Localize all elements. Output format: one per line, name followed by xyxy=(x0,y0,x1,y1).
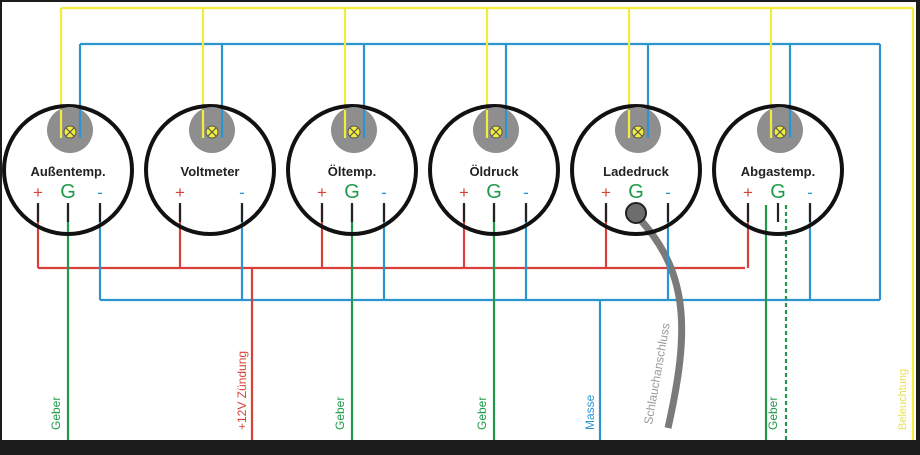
sender-label: Geber xyxy=(49,397,63,430)
hose-line xyxy=(631,210,686,429)
ignition-label: +12V Zündung xyxy=(235,351,249,430)
gauge-title: Außentemp. xyxy=(30,164,105,179)
ground-label: Masse xyxy=(583,394,597,430)
gauge-title: Öldruck xyxy=(469,164,519,179)
gauge-title: Ladedruck xyxy=(603,164,670,179)
hose-connector xyxy=(625,202,647,224)
terminal-label: - xyxy=(523,183,529,202)
gauge: Außentemp. + G - xyxy=(2,104,134,236)
sender-label: Geber xyxy=(475,397,489,430)
terminal-label: + xyxy=(33,183,43,202)
terminal-label: + xyxy=(743,183,753,202)
lamp-cross-icon xyxy=(207,127,217,137)
terminal-label: + xyxy=(459,183,469,202)
terminal-label: G xyxy=(60,181,76,203)
gauge: Ladedruck + G - xyxy=(570,104,702,236)
gauges: Außentemp.+G-Voltmeter+-Öltemp.+G-Öldruc… xyxy=(2,104,844,236)
terminal-label: - xyxy=(807,183,813,202)
gauge-ring xyxy=(2,104,134,236)
gauge-title: Abgastemp. xyxy=(741,164,815,179)
terminal-label: - xyxy=(97,183,103,202)
terminal-label: + xyxy=(317,183,327,202)
gauge: Abgastemp. + G - xyxy=(712,104,844,236)
gauge-ring xyxy=(712,104,844,236)
terminal-label: G xyxy=(628,181,644,203)
gauge-title: Voltmeter xyxy=(181,164,240,179)
lamp-cross-icon xyxy=(65,127,75,137)
lamp-cross-icon xyxy=(491,127,501,137)
gauge-ring xyxy=(144,104,276,236)
lamp-cross-icon xyxy=(349,127,359,137)
sender-label: Geber xyxy=(766,397,780,430)
gauge: Öltemp.+ G - xyxy=(286,104,418,236)
gauge: Öldruck+ G - xyxy=(428,104,560,236)
lighting-label: Beleuchtung xyxy=(897,369,909,430)
gauge-ring xyxy=(570,104,702,236)
terminal-label: - xyxy=(381,183,387,202)
gauge-ring xyxy=(428,104,560,236)
terminal-label: - xyxy=(665,183,671,202)
terminal-label: G xyxy=(486,181,502,203)
lamp-cross-icon xyxy=(775,127,785,137)
sender-label: Geber xyxy=(333,397,347,430)
gauge-ring xyxy=(286,104,418,236)
diagram-background xyxy=(2,2,916,440)
terminal-label: G xyxy=(770,181,786,203)
gauge: Voltmeter + - xyxy=(144,104,276,236)
terminal-label: + xyxy=(175,183,185,202)
terminal-label: G xyxy=(344,181,360,203)
terminal-label: + xyxy=(601,183,611,202)
terminal-label: - xyxy=(239,183,245,202)
gauge-title: Öltemp. xyxy=(328,164,376,179)
lamp-cross-icon xyxy=(633,127,643,137)
